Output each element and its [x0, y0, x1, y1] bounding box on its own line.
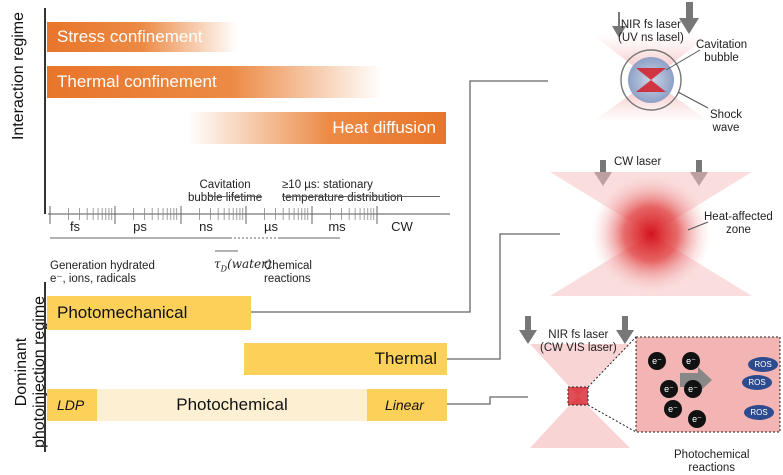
chemical-reactions-label: Chemical reactions — [264, 260, 312, 285]
tau-label: τD(water) — [214, 257, 272, 274]
timescale-ruler — [48, 206, 450, 252]
tick-ms: ms — [328, 219, 346, 234]
heat-diffusion-bar: Heat diffusion — [188, 112, 446, 144]
heat-affected-zone — [591, 174, 711, 294]
connectors — [251, 80, 560, 405]
connector-photomechanical — [251, 80, 548, 313]
laser-arrow-right-top — [679, 2, 699, 34]
bottom-laser-label: NIR fs laser (CW VIS laser) — [540, 329, 617, 354]
tick-ns: ns — [199, 219, 213, 234]
ros-0: ROS — [748, 357, 778, 372]
cavitation-lifetime-label: Cavitation bubble lifetime — [188, 179, 263, 204]
heat-affected-zone-label: Heat-affected zone — [704, 211, 773, 236]
connector-photochemical — [447, 396, 528, 405]
tick-fs: fs — [69, 219, 81, 234]
cavitation-bubble-label: Cavitation bubble — [696, 39, 748, 64]
stationary-temperature-label: ≥10 µs: stationary temperature distribut… — [282, 179, 403, 204]
mid-panel — [550, 160, 752, 296]
interaction-axis — [44, 8, 46, 214]
photomechanical-bar: Photomechanical — [47, 296, 251, 330]
electron-1: e⁻ — [660, 380, 678, 398]
photoinjection-axis — [44, 282, 46, 452]
tick-cw: CW — [391, 219, 413, 234]
photochemical-label: Photochemical — [176, 395, 288, 414]
cw-laser-label: CW laser — [614, 156, 662, 168]
top-panel — [592, 2, 710, 122]
focal-volume — [568, 387, 588, 405]
tick-us: µs — [264, 219, 278, 234]
linear-bar: Linear — [367, 389, 447, 421]
ros-1: ROS — [742, 375, 772, 390]
electron-2: e⁻ — [682, 352, 700, 370]
ros-2: ROS — [744, 405, 774, 420]
top-laser-label: NIR fs laser (UV ns lasel) — [618, 19, 684, 44]
shock-wave-label: Shock wave — [710, 109, 742, 134]
shock-wave-ring — [620, 49, 682, 111]
laser-arrow-left-top — [612, 12, 626, 38]
stationary-line — [282, 196, 440, 197]
electron-0: e⁻ — [648, 352, 666, 370]
ldp-bar: LDP — [47, 389, 97, 421]
laser-arrow-left-bottom — [519, 316, 537, 344]
right-panels — [519, 2, 781, 448]
photochemical-reactions-label: Photochemical reactions — [674, 449, 750, 474]
cavitation-lifetime-line — [208, 196, 262, 197]
generation-label: Generation hydrated e⁻, ions, radicals — [50, 260, 155, 285]
electron-5: e⁻ — [688, 410, 706, 428]
tick-ps: ps — [133, 219, 147, 234]
thermal-confinement-bar: Thermal confinement — [47, 66, 382, 98]
connector-thermal — [447, 233, 560, 360]
electron-4: e⁻ — [664, 400, 682, 418]
laser-arrow-right-bottom — [616, 316, 634, 344]
stress-confinement-bar: Stress confinement — [47, 22, 237, 52]
thermal-bar: Thermal — [244, 343, 447, 375]
electron-3: e⁻ — [684, 380, 702, 398]
